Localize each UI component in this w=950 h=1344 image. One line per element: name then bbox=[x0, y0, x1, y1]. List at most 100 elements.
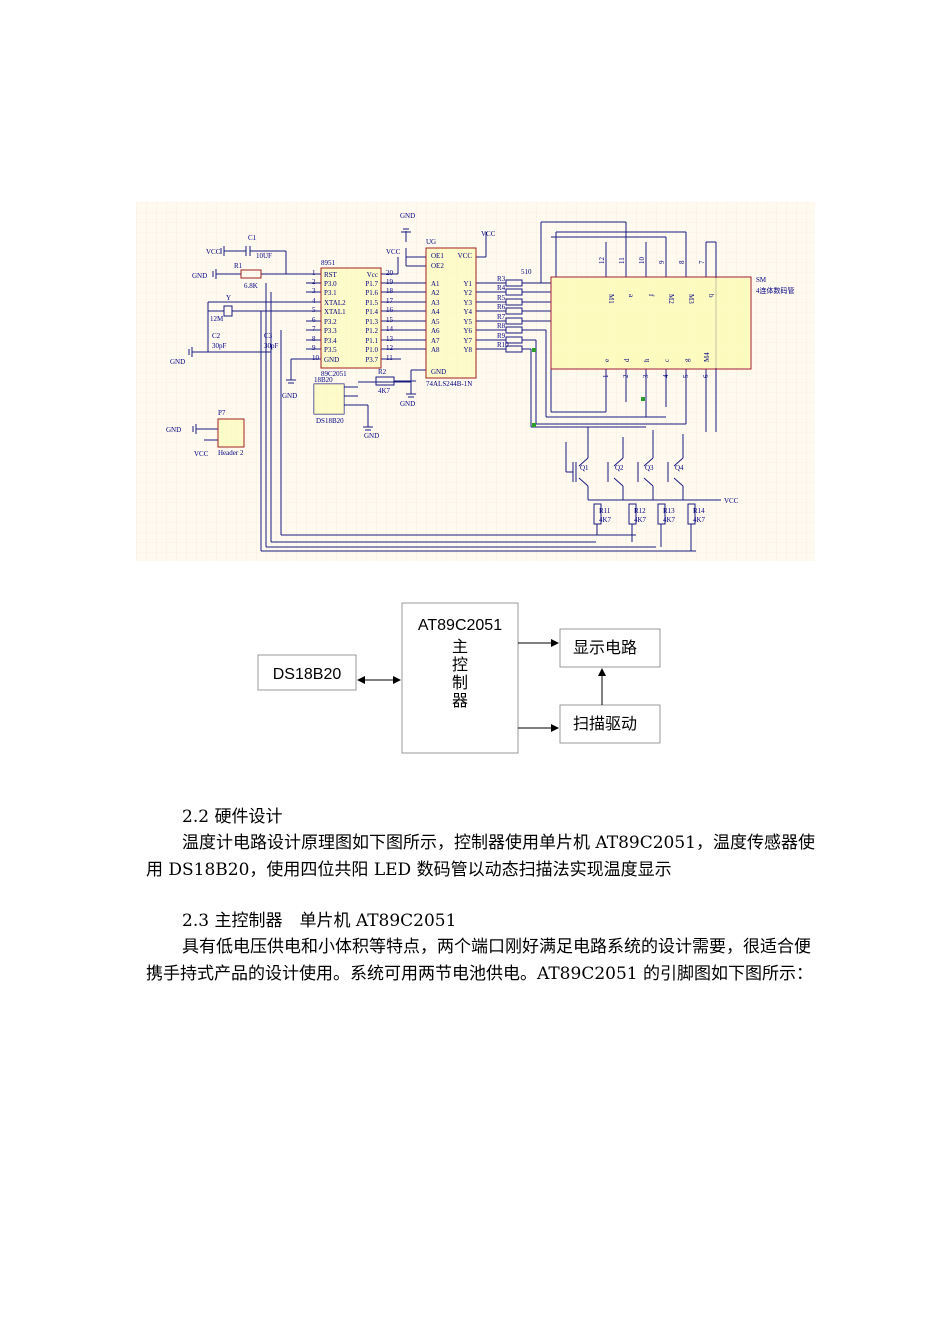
mcu-pin-left-label: P3.1 bbox=[324, 289, 337, 297]
label-header: Header 2 bbox=[218, 449, 244, 457]
label-c1-val: 10UF bbox=[256, 252, 272, 260]
label-gnd-1: GND bbox=[192, 272, 207, 280]
segment-bottom-pin-num: 2 bbox=[622, 374, 630, 378]
segment-bottom-pin-num: 1 bbox=[602, 374, 610, 378]
label-r14-val: 4K7 bbox=[693, 516, 706, 524]
bus-resistor-label: R4 bbox=[497, 284, 506, 292]
buffer-pin-right-label: Y3 bbox=[463, 299, 472, 307]
controller-title: AT89C2051 bbox=[418, 617, 502, 634]
buffer-pin-right-label: Y1 bbox=[463, 280, 472, 288]
mcu-pin-left-label: XTAL1 bbox=[324, 308, 346, 316]
bus-resistor-label: R7 bbox=[497, 313, 506, 321]
segment-top-pin-num: 12 bbox=[598, 257, 606, 265]
mcu-pin-left-label: P3.3 bbox=[324, 327, 337, 335]
label-c3-val: 30pF bbox=[264, 342, 279, 350]
display-box bbox=[559, 628, 661, 668]
section-2-2-body: 温度计电路设计原理图如下图所示，控制器使用单片机 AT89C2051，温度传感器… bbox=[146, 833, 815, 880]
mcu-pin-left-label: P3.0 bbox=[324, 280, 337, 288]
mcu-pin-right-label: P3.7 bbox=[365, 356, 378, 364]
mcu-pin-left-num: 3 bbox=[312, 287, 316, 295]
buffer-pin-left-label: A2 bbox=[431, 289, 440, 297]
mcu-pin-left-num: 4 bbox=[312, 297, 316, 305]
segment-top-pin-name: b bbox=[707, 294, 715, 298]
label-r12-val: 4K7 bbox=[634, 516, 647, 524]
label-r-bus: 510 bbox=[521, 268, 532, 276]
label-vcc-5: VCC bbox=[724, 497, 739, 505]
mcu-pin-right-num: 16 bbox=[386, 306, 394, 314]
label-ds-part: 18B20 bbox=[314, 376, 333, 384]
buffer-pin-left-label: A1 bbox=[431, 280, 440, 288]
scan-label: 扫描驱动 bbox=[573, 715, 637, 733]
bus-resistor-label: R3 bbox=[497, 275, 506, 283]
mcu-pin-right-label: P1.1 bbox=[365, 337, 378, 345]
label-r11-val: 4K7 bbox=[599, 516, 612, 524]
buffer-pin-right-label: Y6 bbox=[463, 327, 472, 335]
label-r12: R12 bbox=[634, 507, 646, 515]
block-diagram: DS18B20 AT89C2051 主 控 制 器 显示电路 扫描驱动 bbox=[257, 602, 661, 754]
label-r2: R2 bbox=[378, 368, 387, 376]
mcu-pin-left-num: 2 bbox=[312, 278, 316, 286]
mcu-pin-right-num: 18 bbox=[386, 287, 394, 295]
mcu-pin-right-num: 15 bbox=[386, 316, 394, 324]
label-c2: C2 bbox=[212, 332, 221, 340]
mcu-pin-left-num: 8 bbox=[312, 335, 316, 343]
mcu-pin-left-num: 7 bbox=[312, 325, 316, 333]
mcu-pin-left-label: RST bbox=[324, 271, 338, 279]
mcu-pin-left-num: 5 bbox=[312, 306, 316, 314]
mcu-pin-right-label: P1.0 bbox=[365, 346, 378, 354]
label-q4: Q4 bbox=[675, 464, 684, 472]
label-q2: Q2 bbox=[615, 464, 624, 472]
label-vcc-1: VCC bbox=[206, 248, 221, 256]
buffer-pin-right-label: Y4 bbox=[463, 308, 472, 316]
display-label: 显示电路 bbox=[573, 639, 637, 657]
sensor-label: DS18B20 bbox=[273, 666, 342, 683]
label-sm: SM bbox=[756, 276, 767, 284]
label-r2-val: 4K7 bbox=[378, 387, 391, 395]
bus-resistor-label: R9 bbox=[497, 332, 506, 340]
buffer-pin-right-label: Y5 bbox=[463, 318, 472, 326]
label-mcu: 8951 bbox=[321, 259, 336, 267]
mcu-pin-left-label: P3.4 bbox=[324, 337, 337, 345]
segment-bottom-pin-num: 6 bbox=[702, 374, 710, 378]
mcu-pin-left-num: 10 bbox=[312, 354, 320, 362]
label-r1: R1 bbox=[234, 262, 243, 270]
mcu-pin-right-label: P1.3 bbox=[365, 318, 378, 326]
mcu-pin-right-num: 11 bbox=[386, 354, 393, 362]
segment-top-pin-name: M1 bbox=[607, 294, 615, 304]
circuit-schematic: C1 10UF VCC GND R1 6.8K Y 12M C2 30pF C3… bbox=[136, 202, 815, 561]
label-gnd-5: GND bbox=[282, 392, 297, 400]
buffer-pin-right-label: Y7 bbox=[463, 337, 472, 345]
buffer-pin-left-label: A3 bbox=[431, 299, 440, 307]
buffer-pin-right-label: VCC bbox=[458, 252, 473, 260]
section-2-3-body: 具有低电压供电和小体积等特点，两个端口刚好满足电路系统的设计需要，很适合便携手持… bbox=[146, 937, 813, 984]
label-vcc-2: VCC bbox=[386, 248, 401, 256]
segment-bottom-pin-name: d bbox=[623, 358, 631, 362]
mcu-pin-right-label: P1.6 bbox=[365, 289, 378, 297]
label-gnd-3: GND bbox=[166, 426, 181, 434]
label-buf-part: 74ALS244B-1N bbox=[426, 380, 472, 388]
mcu-pin-right-num: 14 bbox=[386, 325, 394, 333]
label-r1-val: 6.8K bbox=[244, 282, 258, 290]
segment-bottom-pin-name: M4 bbox=[703, 352, 711, 362]
sensor-box bbox=[257, 654, 357, 691]
segment-top-pin-num: 8 bbox=[678, 260, 686, 264]
label-vcc-3: VCC bbox=[481, 230, 496, 238]
segment-top-pin-num: 10 bbox=[638, 257, 646, 265]
controller-char-2: 控 bbox=[452, 656, 468, 674]
label-q1: Q1 bbox=[580, 464, 589, 472]
label-gnd-2: GND bbox=[170, 358, 185, 366]
label-gnd-top: GND bbox=[400, 212, 415, 220]
bus-resistor-label: R10 bbox=[497, 341, 509, 349]
segment-bottom-pin-name: g bbox=[683, 358, 691, 362]
label-gnd-4: GND bbox=[364, 432, 379, 440]
controller-char-1: 主 bbox=[452, 638, 468, 656]
bus-resistor-label: R8 bbox=[497, 322, 506, 330]
buffer-pin-left-label: A8 bbox=[431, 346, 440, 354]
buffer-pin-right-label: Y2 bbox=[463, 289, 472, 297]
label-sm-desc: 4连体数码管 bbox=[756, 286, 795, 295]
label-c2-val: 30pF bbox=[212, 342, 227, 350]
buffer-pin-left-label: GND bbox=[431, 368, 446, 376]
mcu-pin-left-label: XTAL2 bbox=[324, 299, 346, 307]
mcu-pin-right-label: P1.5 bbox=[365, 299, 378, 307]
controller-char-4: 器 bbox=[452, 692, 468, 710]
